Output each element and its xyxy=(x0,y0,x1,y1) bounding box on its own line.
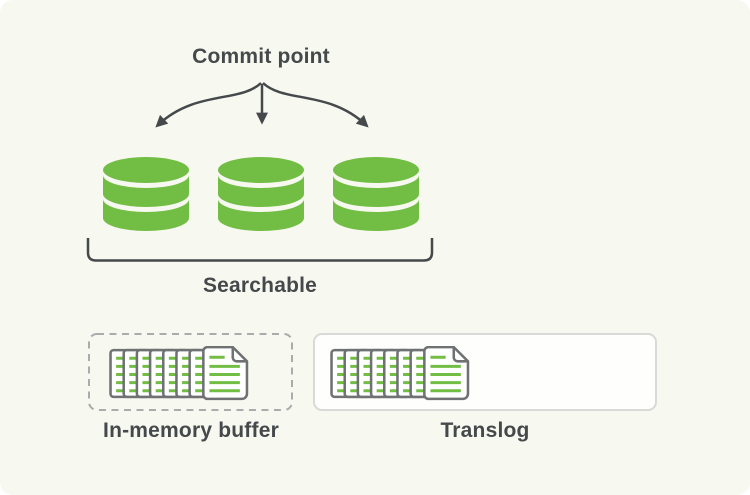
translog-label: Translog xyxy=(440,419,530,442)
segment-database-icon xyxy=(103,157,189,231)
commit-arrow-left xyxy=(155,82,262,128)
segment-database-icon xyxy=(218,157,304,231)
in-memory-buffer-box xyxy=(88,333,293,411)
searchable-label: Searchable xyxy=(202,274,318,297)
buffer-document-stack-icon xyxy=(111,347,247,399)
commit-arrows xyxy=(155,82,369,128)
commit-arrow-right xyxy=(262,82,369,128)
commit-point-label: Commit point xyxy=(192,45,330,68)
in-memory-buffer-label: In-memory buffer xyxy=(103,419,279,442)
segment-database-icon xyxy=(333,157,419,231)
translog-document-stack-icon xyxy=(332,347,468,399)
searchable-bracket xyxy=(86,238,434,262)
